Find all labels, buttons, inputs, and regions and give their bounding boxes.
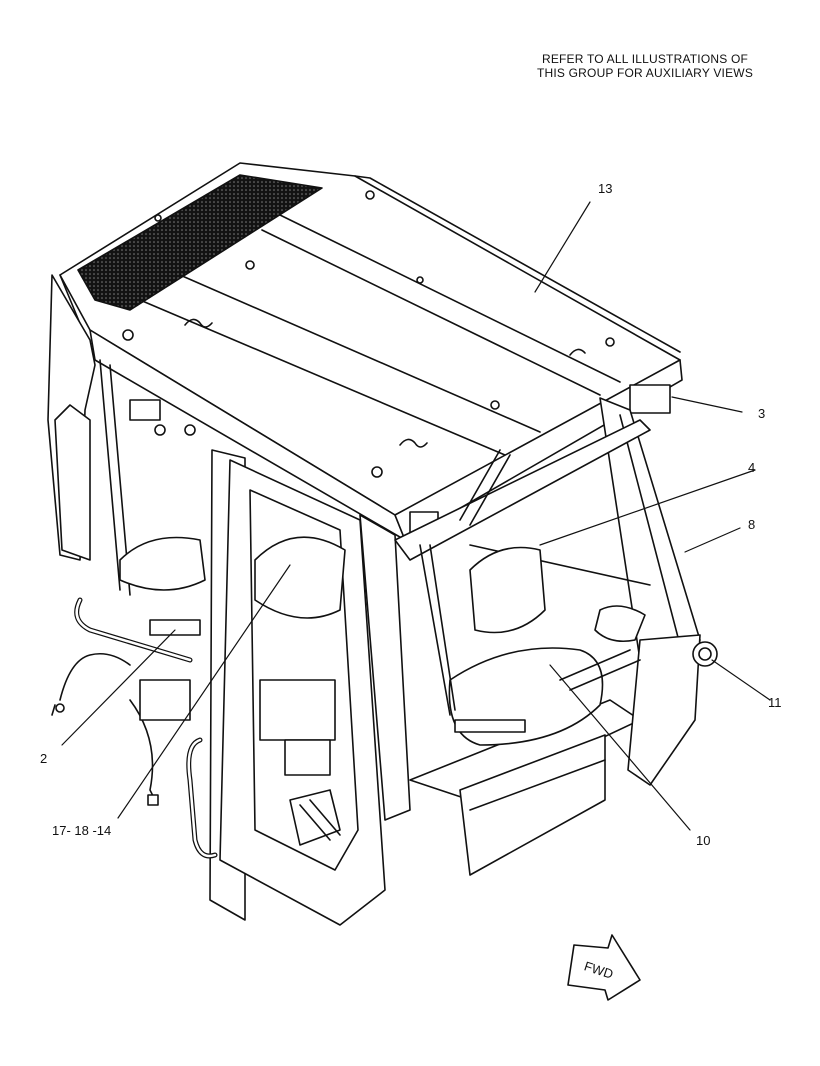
lower-box <box>459 734 606 876</box>
callout-3: 3 <box>758 406 766 421</box>
roof-mesh-panel <box>77 174 323 311</box>
reference-note-line1: REFER TO ALL ILLUSTRATIONS OF <box>541 52 749 66</box>
callout-17-18-14: 17- 18 -14 <box>52 823 112 838</box>
callout-8: 8 <box>748 517 756 532</box>
reference-note: REFER TO ALL ILLUSTRATIONS OF THIS GROUP… <box>510 52 780 80</box>
left-vent-panel <box>54 404 91 561</box>
wiper-arm <box>419 544 456 716</box>
roof-assembly <box>59 162 683 541</box>
fwd-arrow-icon: FWD <box>567 934 641 1001</box>
wiring-harness <box>51 597 218 859</box>
cab-interior <box>119 399 646 846</box>
callout-13: 13 <box>598 181 613 196</box>
leader-lines <box>61 201 771 831</box>
callout-11: 11 <box>768 695 782 710</box>
callout-4: 4 <box>748 460 756 475</box>
callout-2: 2 <box>40 751 48 766</box>
callout-10: 10 <box>696 833 711 848</box>
reference-note-line2: THIS GROUP FOR AUXILIARY VIEWS <box>536 66 754 80</box>
